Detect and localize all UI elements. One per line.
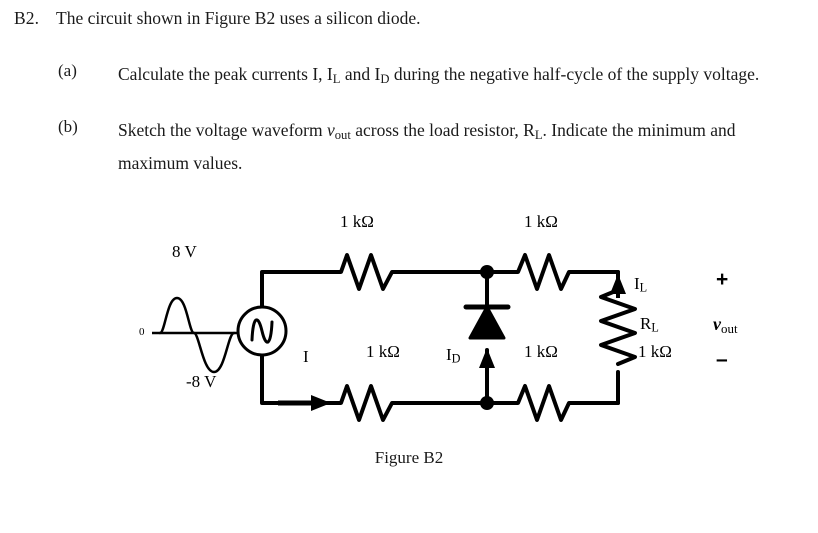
- current-arrow-il: [610, 274, 626, 298]
- item-a-label: (a): [58, 61, 77, 80]
- label-resistor-load-value: 1 kΩ: [638, 342, 672, 361]
- node-dot-top: [480, 265, 494, 279]
- wire-source-to-bottom-rail: [260, 353, 335, 405]
- item-a-text-2: and I: [340, 64, 381, 84]
- label-source-peak-negative: -8 V: [186, 372, 217, 391]
- item-a-sub-2: D: [380, 71, 390, 86]
- item-b-text-3: . Indicate the minimum and maximum value…: [118, 120, 736, 173]
- circuit-diagram: 1 kΩ 1 kΩ 1 kΩ 1 kΩ ID IL RL 1 kΩ I 8 V …: [0, 190, 818, 490]
- source-waveform-sketch: [152, 296, 238, 374]
- label-source-peak-positive: 8 V: [172, 242, 197, 261]
- figure-caption: Figure B2: [374, 448, 444, 467]
- label-current-id: ID: [446, 345, 461, 367]
- item-b-text-1: Sketch the voltage waveform: [118, 120, 327, 140]
- output-minus-sign: –: [716, 348, 728, 371]
- label-current-il-main: I: [634, 274, 640, 293]
- item-a-text: Calculate the peak currents I, IL and ID…: [118, 60, 778, 93]
- item-a-sub-1: L: [332, 71, 341, 86]
- label-current-il: IL: [634, 274, 647, 296]
- resistor-load: [599, 288, 637, 366]
- label-resistor-top-left-value: 1 kΩ: [340, 212, 374, 231]
- circuit-svg: [152, 253, 637, 422]
- output-plus-sign: +: [716, 268, 729, 291]
- label-current-i: I: [303, 347, 309, 366]
- label-vout-main: v: [713, 314, 721, 334]
- ac-source-symbol: [236, 305, 288, 357]
- question-stem: The circuit shown in Figure B2 uses a si…: [56, 8, 421, 28]
- resistor-bottom-left: [331, 384, 489, 422]
- current-arrow-id: [479, 348, 495, 375]
- label-resistor-bottom-right-value: 1 kΩ: [524, 342, 558, 361]
- item-a-text-3: during the negative half-cycle of the su…: [389, 64, 760, 84]
- label-resistor-top-right-value: 1 kΩ: [524, 212, 558, 231]
- label-current-id-main: I: [446, 345, 452, 364]
- label-current-il-sub: L: [639, 280, 648, 295]
- resistor-top-right: [485, 253, 620, 291]
- current-arrow-i: [278, 395, 331, 411]
- label-current-id-sub: D: [451, 351, 461, 366]
- label-source-zero: 0: [139, 326, 145, 338]
- wire-source-to-top-rail: [260, 270, 335, 310]
- label-rl-main: R: [640, 314, 652, 333]
- label-resistor-bottom-left-value: 1 kΩ: [366, 342, 400, 361]
- item-b-text: Sketch the voltage waveform vout across …: [118, 116, 778, 177]
- item-b-label: (b): [58, 117, 78, 136]
- item-b-vout-symbol: v: [326, 120, 335, 140]
- resistor-top-left: [331, 253, 489, 291]
- node-dot-bottom: [480, 396, 494, 410]
- resistor-bottom-right: [485, 384, 620, 422]
- diode-symbol: [463, 304, 511, 340]
- label-resistor-load-name: RL: [640, 314, 659, 336]
- label-vout-sub: out: [721, 320, 738, 336]
- question-number: B2.: [14, 8, 40, 28]
- item-b-sub-2: L: [534, 127, 543, 142]
- item-b-sub-1: out: [334, 127, 351, 142]
- item-b-text-2: across the load resistor, R: [350, 120, 535, 140]
- label-rl-sub: L: [651, 320, 659, 335]
- item-a-text-1: Calculate the peak currents I, I: [118, 64, 333, 84]
- label-vout: vout: [713, 314, 738, 337]
